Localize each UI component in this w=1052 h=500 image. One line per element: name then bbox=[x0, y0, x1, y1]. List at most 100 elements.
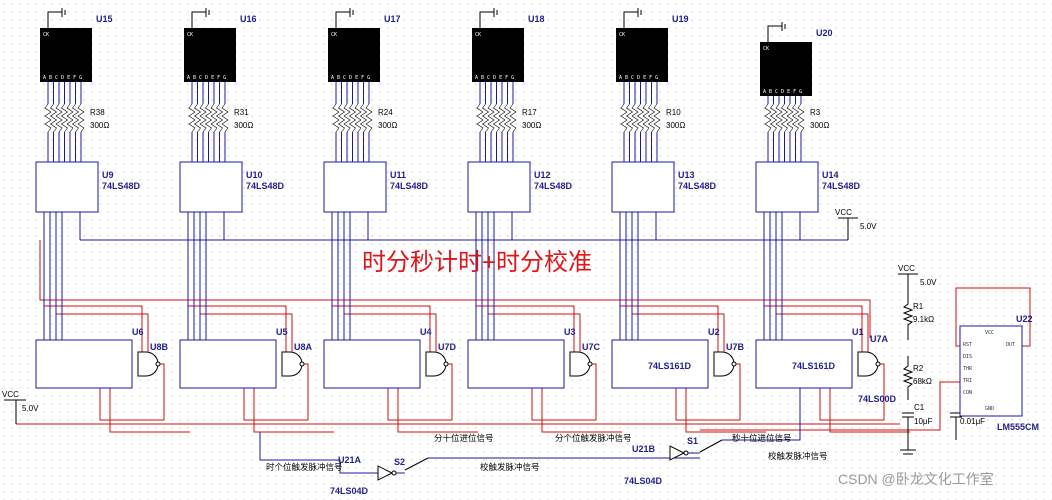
switch-s2 bbox=[404, 457, 429, 471]
ck-label: CK bbox=[331, 32, 337, 38]
counter-ref: U2 bbox=[708, 327, 720, 337]
resistor-r1 bbox=[902, 298, 914, 340]
gate-ref: U7A bbox=[870, 334, 889, 344]
counter-ref: U1 bbox=[852, 327, 864, 337]
chips-layer: CKA B C D E F GU15R38300ΩU974LS48DU6U8BC… bbox=[35, 8, 897, 404]
decoder-ref: U13 bbox=[678, 170, 695, 180]
segment-labels: A B C D E F G bbox=[187, 75, 226, 81]
s1-label: S1 bbox=[687, 436, 698, 446]
resistor-value: 300Ω bbox=[810, 121, 829, 130]
seven-seg-display-u18 bbox=[472, 28, 524, 82]
signal-label-1: 分十位进位信号 bbox=[434, 433, 494, 443]
decoder-part: 74LS48D bbox=[246, 181, 285, 191]
decoder-part: 74LS48D bbox=[390, 181, 429, 191]
counter-part: 74LS161D bbox=[792, 361, 836, 371]
counter-u1 bbox=[755, 339, 853, 389]
vcc-right-volt: 5.0V bbox=[860, 222, 877, 231]
ck-label: CK bbox=[475, 32, 481, 38]
stage-u20: CKA B C D E F GU20R3300ΩU1474LS48DU174LS… bbox=[755, 22, 897, 404]
ck-label: CK bbox=[619, 32, 625, 38]
seven-seg-display-u17 bbox=[328, 28, 380, 82]
ck-label: CK bbox=[43, 32, 49, 38]
resistor-ref: R3 bbox=[810, 108, 821, 117]
u21b-part: 74LS04D bbox=[624, 476, 663, 486]
r2-label: R2 bbox=[913, 364, 924, 373]
switch-inverter-section: U21A 74LS04D U21B 74LS04D S2 S1 分十位进位信号 … bbox=[266, 433, 828, 496]
segment-labels: A B C D E F G bbox=[475, 75, 514, 81]
signal-label-5: 校触发脉冲信号 bbox=[480, 462, 540, 472]
decoder-ref: U12 bbox=[534, 170, 551, 180]
vcc-timer-label: VCC bbox=[898, 264, 915, 273]
display-ref: U20 bbox=[816, 28, 833, 38]
vcc-left-label: VCC bbox=[2, 390, 19, 399]
u22-part: LM555CM bbox=[997, 422, 1039, 432]
vcc-left: VCC 5.0V bbox=[2, 390, 39, 424]
svg-text:GND: GND bbox=[985, 406, 994, 412]
nand-gate-u8b bbox=[137, 351, 159, 377]
svg-text:VCC: VCC bbox=[985, 330, 994, 336]
resistor-value: 300Ω bbox=[378, 121, 397, 130]
counter-ref: U6 bbox=[132, 327, 144, 337]
gate-ref: U7D bbox=[438, 342, 457, 352]
decoder-ref: U9 bbox=[102, 170, 114, 180]
resistor-ref: R24 bbox=[378, 108, 393, 117]
counter-ref: U5 bbox=[276, 327, 288, 337]
gate-ref: U7C bbox=[582, 342, 601, 352]
counter-u6 bbox=[35, 339, 133, 389]
timer-555-section: VCC 5.0V R1 9.1kΩ R2 68kΩ C1 10μF C2 0.0… bbox=[898, 264, 1039, 455]
svg-text:OUT: OUT bbox=[1006, 342, 1015, 348]
decoder-u9 bbox=[35, 161, 99, 213]
counter-part: 74LS161D bbox=[648, 361, 692, 371]
resistor-ref: R31 bbox=[234, 108, 249, 117]
decoder-ref: U11 bbox=[390, 170, 406, 180]
decoder-u13 bbox=[611, 161, 675, 213]
counter-u2 bbox=[611, 339, 709, 389]
seven-seg-display-u16 bbox=[184, 28, 236, 82]
counter-ref: U3 bbox=[564, 327, 576, 337]
u21a-ref: U21A bbox=[338, 455, 362, 465]
lm555-chip bbox=[959, 325, 1023, 417]
segment-labels: A B C D E F G bbox=[331, 75, 370, 81]
nand-gate-u7c bbox=[569, 351, 591, 377]
seven-seg-display-u19 bbox=[616, 28, 668, 82]
blue-wires bbox=[43, 82, 848, 474]
decoder-part: 74LS48D bbox=[678, 181, 717, 191]
segment-labels: A B C D E F G bbox=[619, 75, 658, 81]
u22-ref: U22 bbox=[1016, 314, 1033, 324]
c2-value: 0.01μF bbox=[960, 417, 985, 426]
gate-ref: U8A bbox=[294, 342, 313, 352]
seven-seg-display-u20 bbox=[760, 42, 812, 96]
svg-text:RST: RST bbox=[963, 342, 972, 348]
resistor-value: 300Ω bbox=[666, 121, 685, 130]
decoder-part: 74LS48D bbox=[534, 181, 573, 191]
nand-gate-u7b bbox=[713, 351, 735, 377]
ck-label: CK bbox=[187, 32, 193, 38]
gate-ref: U8B bbox=[150, 342, 169, 352]
resistor-ref: R10 bbox=[666, 108, 681, 117]
decoder-u11 bbox=[323, 161, 387, 213]
r2-value: 68kΩ bbox=[913, 377, 932, 386]
resistor-r2 bbox=[902, 356, 914, 400]
r1-value: 9.1kΩ bbox=[913, 315, 934, 324]
seven-seg-display-u15 bbox=[40, 28, 92, 82]
gate-ref: U7B bbox=[726, 342, 745, 352]
display-ref: U18 bbox=[528, 14, 545, 24]
counter-u4 bbox=[323, 339, 421, 389]
inverter-u21a bbox=[377, 465, 394, 481]
vcc-left-volt: 5.0V bbox=[22, 404, 39, 413]
signal-label-4: 时个位触发脉冲信号 bbox=[266, 462, 343, 472]
decoder-part: 74LS48D bbox=[822, 181, 861, 191]
decoder-part: 74LS48D bbox=[102, 181, 141, 191]
display-ref: U19 bbox=[672, 14, 689, 24]
c1-value: 10μF bbox=[914, 417, 933, 426]
display-ref: U17 bbox=[384, 14, 401, 24]
counter-u3 bbox=[467, 339, 565, 389]
nand-gate-u8a bbox=[281, 351, 303, 377]
signal-label-3: 秒十位进位信号 bbox=[732, 433, 792, 443]
u21b-ref: U21B bbox=[632, 444, 656, 454]
nand-gate-u7d bbox=[425, 351, 447, 377]
vcc-right-label: VCC bbox=[835, 208, 852, 217]
display-ref: U16 bbox=[240, 14, 257, 24]
u21a-part: 74LS04D bbox=[330, 486, 369, 496]
